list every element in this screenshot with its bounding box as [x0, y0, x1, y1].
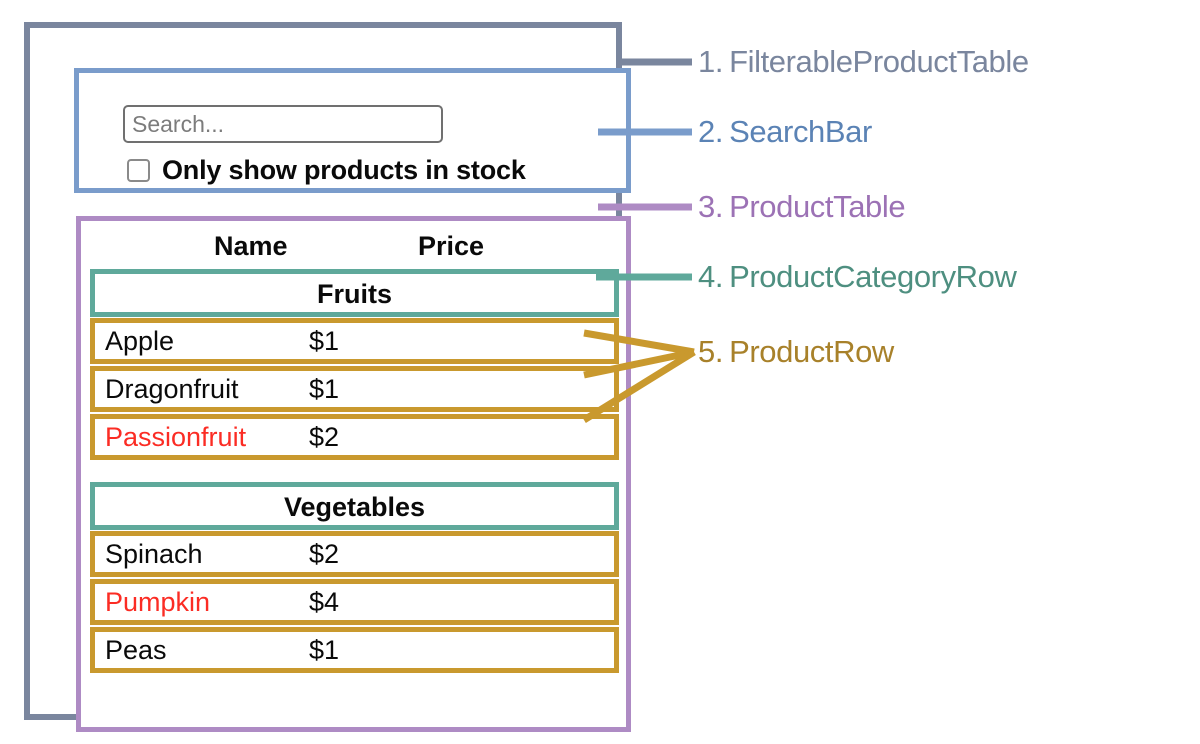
in-stock-filter-row[interactable]: Only show products in stock [127, 155, 526, 186]
annotation-label-4: 4.ProductCategoryRow [698, 259, 1017, 295]
annotation-label-1: 1.FilterableProductTable [698, 44, 1029, 80]
search-bar-box: Search... Only show products in stock [74, 68, 631, 193]
product-price: $1 [309, 326, 340, 356]
product-category-row-vegetables: Vegetables [90, 482, 619, 530]
product-name: Pumpkin [105, 587, 211, 617]
product-category-label: Vegetables [283, 492, 426, 522]
product-price: $4 [309, 587, 340, 617]
product-name: Passionfruit [105, 422, 247, 452]
in-stock-checkbox[interactable] [127, 159, 150, 182]
column-header-price: Price [418, 231, 485, 261]
in-stock-checkbox-label: Only show products in stock [162, 155, 526, 185]
product-price: $1 [309, 635, 340, 665]
annotation-number: 2. [698, 114, 724, 149]
product-name: Apple [105, 326, 175, 356]
annotation-number: 1. [698, 44, 724, 79]
annotation-number: 3. [698, 189, 724, 224]
product-row: Passionfruit $2 [90, 414, 619, 460]
annotation-label-5: 5.ProductRow [698, 334, 894, 370]
product-row: Spinach $2 [90, 531, 619, 577]
annotation-text: FilterableProductTable [729, 44, 1029, 79]
category-group-spacer [90, 462, 620, 482]
product-row: Dragonfruit $1 [90, 366, 619, 412]
product-name: Peas [105, 635, 167, 665]
annotation-number: 5. [698, 334, 724, 369]
product-row: Peas $1 [90, 627, 619, 673]
annotation-text: ProductRow [729, 334, 894, 369]
search-input[interactable]: Search... [123, 105, 443, 143]
product-category-row-fruits: Fruits [90, 269, 619, 317]
product-row: Apple $1 [90, 318, 619, 364]
annotation-number: 4. [698, 259, 724, 294]
product-table-inner: Name Price Fruits Apple $1 Dragonfruit $… [90, 221, 620, 675]
product-price: $1 [309, 374, 340, 404]
filterable-product-table-box: Search... Only show products in stock Na… [24, 22, 631, 732]
product-name: Dragonfruit [105, 374, 239, 404]
product-price: $2 [309, 422, 340, 452]
product-table-box: Name Price Fruits Apple $1 Dragonfruit $… [76, 216, 631, 732]
column-header-name: Name [214, 231, 288, 261]
product-table-header-row: Name Price [90, 221, 620, 269]
product-category-label: Fruits [316, 279, 392, 309]
annotation-label-2: 2.SearchBar [698, 114, 872, 150]
annotation-text: ProductCategoryRow [729, 259, 1017, 294]
annotation-label-3: 3.ProductTable [698, 189, 906, 225]
annotation-text: SearchBar [729, 114, 872, 149]
product-price: $2 [309, 539, 340, 569]
annotation-text: ProductTable [729, 189, 906, 224]
product-name: Spinach [105, 539, 203, 569]
product-row: Pumpkin $4 [90, 579, 619, 625]
